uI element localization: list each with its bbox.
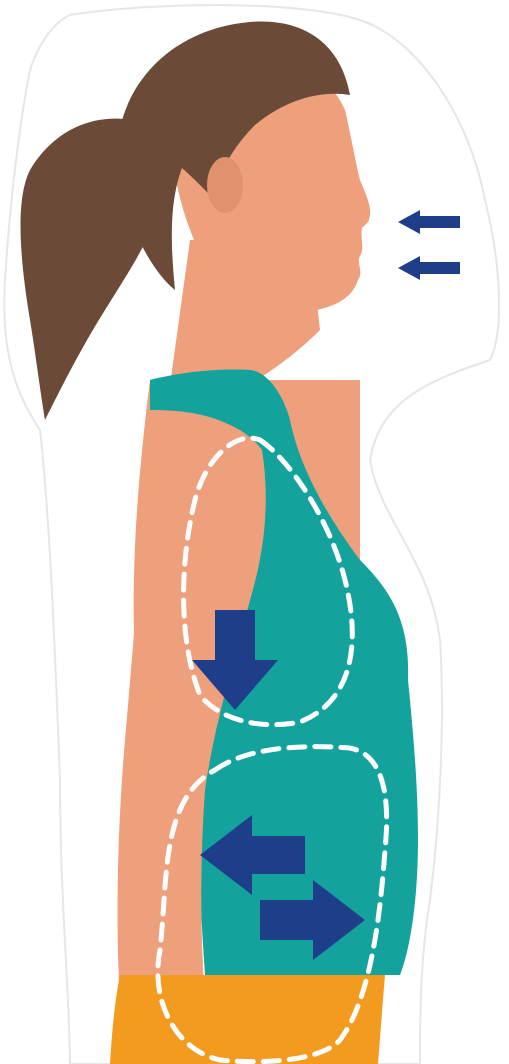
ear: [207, 157, 243, 213]
inhale-arrow-icon: [398, 210, 460, 280]
pants: [110, 975, 385, 1064]
